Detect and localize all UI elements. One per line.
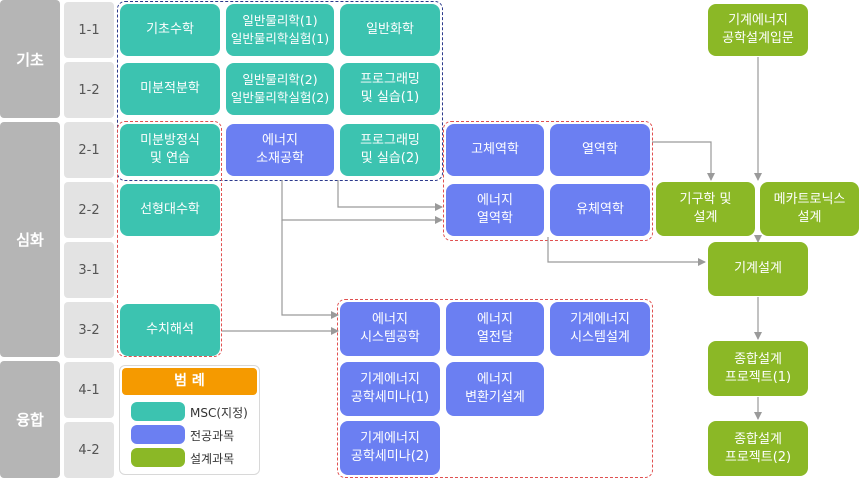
semester-3-1: 3-1 xyxy=(64,242,114,298)
semester-2-1: 2-1 xyxy=(64,122,114,178)
legend-label-major: 전공과목 xyxy=(190,429,235,443)
course-diff-integral[interactable]: 미분적분학 xyxy=(120,63,220,115)
legend: 범 례 MSC(지정) 전공과목 설계과목 xyxy=(119,365,260,475)
course-mech-energy-sys-design[interactable]: 기계에너지 시스템설계 xyxy=(550,302,650,356)
arrow-materials-to-energy-systems xyxy=(281,220,339,319)
course-physics1[interactable]: 일반물리학(1) 일반물리학실험(1) xyxy=(226,4,334,56)
arrow-fluid-to-machine-design xyxy=(547,237,706,266)
course-mech-energy-seminar1[interactable]: 기계에너지 공학세미나(1) xyxy=(340,362,440,416)
course-solid-mechanics[interactable]: 고체역학 xyxy=(446,124,544,176)
course-physics2[interactable]: 일반물리학(2) 일반물리학실험(2) xyxy=(226,63,334,115)
legend-label-msc: MSC(지정) xyxy=(190,406,248,420)
category-basic: 기초 xyxy=(0,0,60,118)
semester-1-2: 1-2 xyxy=(64,62,114,118)
course-programming1[interactable]: 프로그래밍 및 실습(1) xyxy=(340,63,440,115)
group-msc-elective xyxy=(117,121,222,357)
semester-1-1: 1-1 xyxy=(64,2,114,58)
course-programming2[interactable]: 프로그래밍 및 실습(2) xyxy=(340,124,440,176)
course-intro-design[interactable]: 기계에너지 공학설계입문 xyxy=(708,4,808,56)
course-energy-materials[interactable]: 에너지 소재공학 xyxy=(226,124,334,176)
course-numerical[interactable]: 수치해석 xyxy=(120,304,220,356)
semester-3-2: 3-2 xyxy=(64,302,114,358)
legend-title: 범 례 xyxy=(122,368,257,395)
course-thermodynamics[interactable]: 열역학 xyxy=(550,124,650,176)
arrow-materials-to-thermal xyxy=(281,180,443,224)
course-energy-thermal[interactable]: 에너지 열역학 xyxy=(446,184,544,236)
category-advanced: 심화 xyxy=(0,122,60,357)
course-capstone2[interactable]: 종합설계 프로젝트(2) xyxy=(708,421,808,476)
course-energy-heat-transfer[interactable]: 에너지 열전달 xyxy=(446,302,544,356)
legend-swatch-msc xyxy=(131,402,185,421)
course-diff-eq[interactable]: 미분방정식 및 연습 xyxy=(120,124,220,176)
course-calc-basic[interactable]: 기초수학 xyxy=(120,4,220,56)
semester-2-2: 2-2 xyxy=(64,182,114,238)
semester-4-2: 4-2 xyxy=(64,422,114,478)
course-machine-design[interactable]: 기계설계 xyxy=(708,242,808,296)
course-fluid-mechanics[interactable]: 유체역학 xyxy=(550,184,650,236)
legend-label-design: 설계과목 xyxy=(190,452,235,466)
arrow-programming-to-thermal xyxy=(337,180,443,211)
course-mechanism-design[interactable]: 기구학 및 설계 xyxy=(656,182,755,236)
category-convergence: 융합 xyxy=(0,361,60,478)
group-msc-required xyxy=(117,1,443,181)
semester-4-1: 4-1 xyxy=(64,362,114,418)
course-mechatronics-design[interactable]: 메카트로닉스 설계 xyxy=(760,182,859,236)
course-mech-energy-seminar2[interactable]: 기계에너지 공학세미나(2) xyxy=(340,421,440,475)
legend-swatch-design xyxy=(131,448,185,467)
course-energy-systems[interactable]: 에너지 시스템공학 xyxy=(340,302,440,356)
course-capstone1[interactable]: 종합설계 프로젝트(1) xyxy=(708,341,808,396)
arrow-thermo-to-mechanism xyxy=(652,141,715,181)
course-energy-converter[interactable]: 에너지 변환기설계 xyxy=(446,362,544,416)
legend-swatch-major xyxy=(131,425,185,444)
course-linear-algebra[interactable]: 선형대수학 xyxy=(120,184,220,236)
course-chemistry[interactable]: 일반화학 xyxy=(340,4,440,56)
